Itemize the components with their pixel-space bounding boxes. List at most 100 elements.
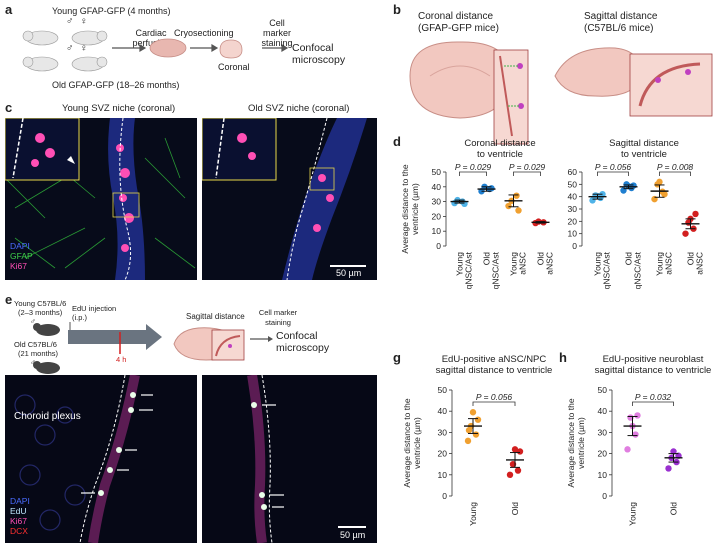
significance-bracket [659, 171, 691, 176]
y-tick-label: 0 [572, 241, 577, 251]
data-point [682, 230, 689, 237]
young-svz-title: Young SVZ niche (coronal) [62, 103, 176, 114]
edu-route-label: (i.p.) [72, 313, 87, 322]
female-symbol: ♀ [80, 43, 88, 54]
data-point [661, 191, 668, 198]
sagittal-distance-title: Sagittal distance [584, 11, 658, 22]
chart-title: Coronal distance [464, 138, 535, 149]
data-point [516, 448, 524, 455]
y-tick-label: 20 [598, 449, 608, 459]
y-tick-label: 30 [432, 197, 442, 207]
data-point [511, 446, 519, 453]
y-tick-label: 20 [432, 211, 442, 221]
x-tick-label: Old [482, 252, 492, 266]
step-cryosectioning: Cryosectioning [174, 28, 234, 38]
data-point [656, 178, 663, 186]
confocal-microscopy-e: Confocal microscopy [276, 330, 330, 354]
p-value-label: P = 0.008 [657, 162, 694, 172]
female-symbol: ♀ [80, 16, 88, 27]
y-tick-label: 30 [438, 427, 448, 437]
data-point [469, 409, 477, 416]
data-point [515, 207, 522, 214]
arrow-to-staining [250, 336, 273, 342]
sagittal-distance-subtitle: (C57BL/6 mice) [584, 23, 654, 34]
old-svz-title: Old SVZ niche (coronal) [248, 103, 350, 114]
choroid-plexus-label: Choroid plexus [14, 411, 81, 422]
young-c57-age: (2–3 months) [18, 308, 63, 317]
young-edu-micrograph [5, 375, 197, 543]
legend-edu-f: EdU [10, 506, 27, 516]
sagittal-distance-label: Sagittal distance [186, 312, 245, 321]
chart-title: sagittal distance to ventricle [436, 365, 553, 376]
data-point [506, 471, 514, 478]
chart-title: Sagittal distance [609, 138, 679, 149]
timepoint-label: 4 h [116, 355, 127, 364]
panel-label-e: e [5, 292, 13, 307]
step-cell-marker-staining: Cell marker staining [261, 18, 293, 48]
old-svz-micrograph [202, 118, 377, 280]
y-tick-label: 50 [432, 167, 442, 177]
p-value-label: P = 0.032 [635, 392, 672, 402]
data-point [514, 467, 522, 474]
y-axis-label: Average distance to the [400, 164, 410, 253]
male-symbol: ♂ [30, 317, 36, 326]
p-value-label: P = 0.029 [509, 162, 546, 172]
x-tick-label: qNSC/Ast [491, 251, 501, 289]
x-tick-label: Old [669, 502, 679, 516]
data-point [472, 431, 480, 438]
y-tick-label: 40 [598, 406, 608, 416]
chart-title: to ventricle [621, 149, 667, 160]
y-tick-label: 60 [568, 167, 578, 177]
coronal-label: Coronal [218, 62, 250, 72]
legend-dapi-c: DAPI [10, 241, 30, 251]
significance-bracket [472, 401, 516, 406]
y-tick-label: 0 [602, 491, 607, 501]
data-point [513, 192, 520, 199]
x-tick-label: Young [628, 502, 638, 526]
timeline-arrow [68, 322, 162, 354]
y-tick-label: 10 [568, 229, 578, 239]
coronal-section-icon [219, 39, 243, 59]
x-tick-label: Young [509, 252, 519, 276]
y-axis-label: ventricle (µm) [410, 183, 420, 235]
young-c57-label: Young C57BL/6 [14, 299, 67, 308]
x-tick-label: aNSC [545, 252, 555, 275]
chart-title: EdU-positive neuroblast [603, 354, 704, 365]
y-tick-label: 40 [568, 192, 578, 202]
y-tick-label: 0 [442, 491, 447, 501]
y-tick-label: 40 [432, 182, 442, 192]
x-tick-label: qNSC/Ast [602, 251, 612, 289]
panel-label-a: a [5, 2, 13, 17]
y-tick-label: 10 [438, 470, 448, 480]
sagittal-brain-schematic [173, 327, 245, 361]
mice-illustration-old [22, 56, 108, 72]
legend-dcx-f: DCX [10, 526, 28, 536]
y-axis-label: ventricle (µm) [412, 417, 422, 469]
cell-marker-staining-e: Cell marker staining [258, 308, 298, 327]
scale-bar-label-f: 50 µm [340, 530, 366, 540]
mice-illustration-young [22, 30, 108, 46]
x-tick-label: qNSC/Ast [633, 251, 643, 289]
p-value-label: P = 0.029 [455, 162, 492, 172]
panel-label-b: b [393, 2, 401, 17]
p-value-label: P = 0.056 [595, 162, 632, 172]
old-edu-micrograph [202, 375, 377, 543]
x-tick-label: Young [455, 252, 465, 276]
legend-ki67-c: Ki67 [10, 261, 28, 271]
workflow-arrows-a [112, 43, 289, 53]
legend-ki67-f: Ki67 [10, 516, 28, 526]
y-tick-label: 20 [568, 216, 578, 226]
young-group-label: Young GFAP-GFP (4 months) [52, 6, 171, 16]
x-tick-label: Young [655, 252, 665, 276]
y-axis-label: Average distance to the [402, 398, 412, 487]
y-tick-label: 30 [568, 204, 578, 214]
x-tick-label: qNSC/Ast [464, 251, 474, 289]
data-point [670, 448, 677, 455]
old-c57-label: Old C57BL/6 [14, 340, 57, 349]
brain-schematics [409, 41, 713, 145]
y-tick-label: 50 [568, 179, 578, 189]
x-tick-label: Young [468, 502, 478, 526]
x-tick-label: Young [593, 252, 603, 276]
